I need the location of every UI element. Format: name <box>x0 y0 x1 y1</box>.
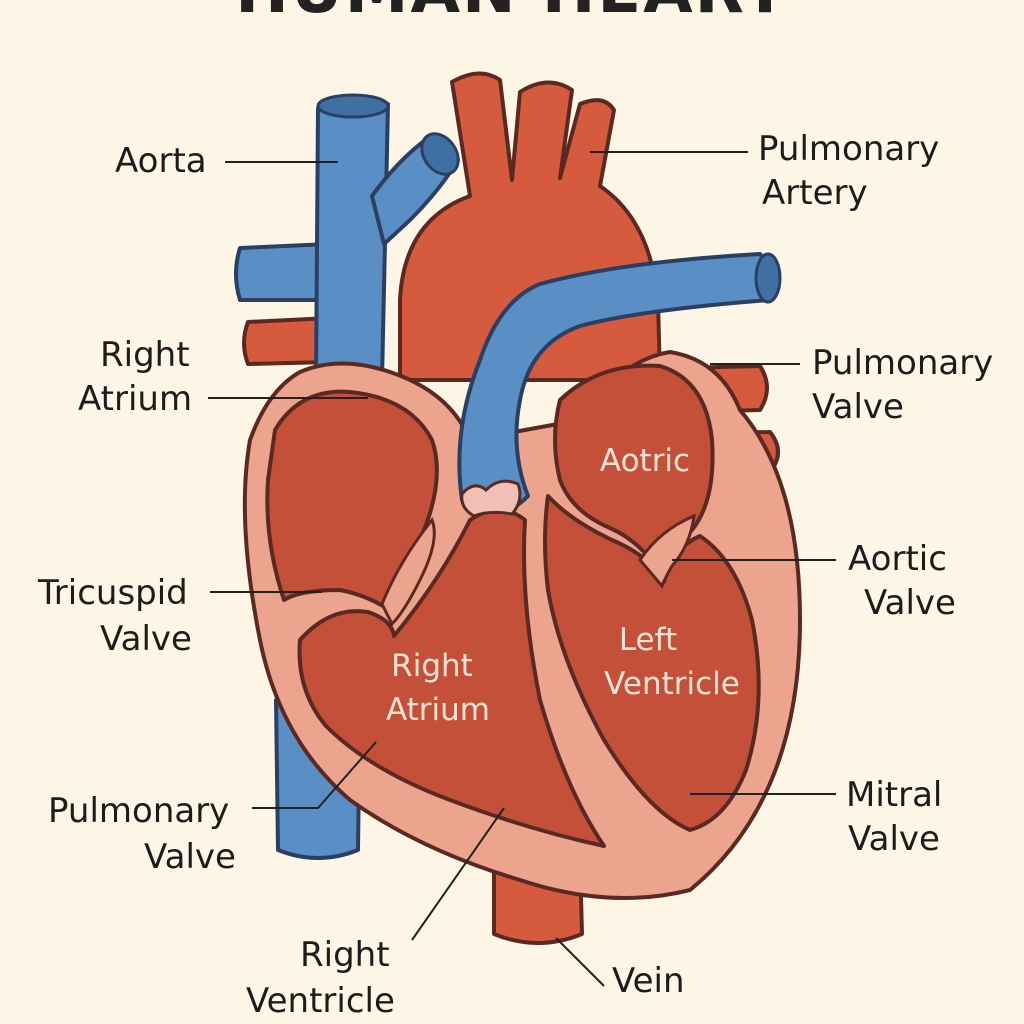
aortic-flap <box>638 513 696 590</box>
label-right-ventricle-1: Right <box>300 935 390 975</box>
label-pulmonary-valve-top-2: Valve <box>812 387 904 427</box>
label-aortic-valve-1: Aortic <box>848 539 947 579</box>
label-right-atrium-2: Atrium <box>78 379 192 419</box>
label-aortic-valve-2: Valve <box>864 583 956 623</box>
label-right-atrium-1: Right <box>100 335 190 375</box>
label-aorta: Aorta <box>115 141 207 181</box>
tricuspid-flap <box>380 517 436 627</box>
inner-label-aotric: Aotric <box>600 443 690 479</box>
label-mitral-valve-1: Mitral <box>846 775 942 815</box>
vena-cava-top <box>314 96 390 382</box>
pulmonary-trunk-valve <box>460 479 522 518</box>
label-pulmonary-valve-bottom-1: Pulmonary <box>48 791 229 831</box>
diagram-title: HUMAN HEART <box>235 0 788 28</box>
inner-label-right-atrium-2: Atrium <box>386 692 490 728</box>
inner-label-right-atrium-1: Right <box>391 648 473 684</box>
label-vein: Vein <box>612 961 685 1001</box>
inner-label-left-ventricle-2: Ventricle <box>604 666 740 702</box>
pulmonary-trunk <box>457 252 775 515</box>
leader-right-ventricle <box>411 807 505 941</box>
pulmonary-trunk-opening <box>754 252 782 304</box>
label-mitral-valve-2: Valve <box>848 819 940 859</box>
leader-pulmonary-valve-bottom <box>252 741 377 809</box>
leader-vein <box>555 937 605 987</box>
vena-cava-opening <box>316 93 390 119</box>
blue-side-branch-opening <box>420 132 460 176</box>
label-pulmonary-artery-2: Artery <box>762 173 868 213</box>
label-tricuspid-valve-1: Tricuspid <box>37 573 188 613</box>
label-right-ventricle-2: Ventricle <box>246 981 395 1021</box>
label-tricuspid-valve-2: Valve <box>100 619 192 659</box>
label-pulmonary-valve-bottom-2: Valve <box>144 837 236 877</box>
label-pulmonary-artery-1: Pulmonary <box>758 129 939 169</box>
inner-label-left-ventricle-1: Left <box>619 622 677 658</box>
label-pulmonary-valve-top-1: Pulmonary <box>812 343 993 383</box>
right-ventricle-chamber <box>297 508 606 848</box>
